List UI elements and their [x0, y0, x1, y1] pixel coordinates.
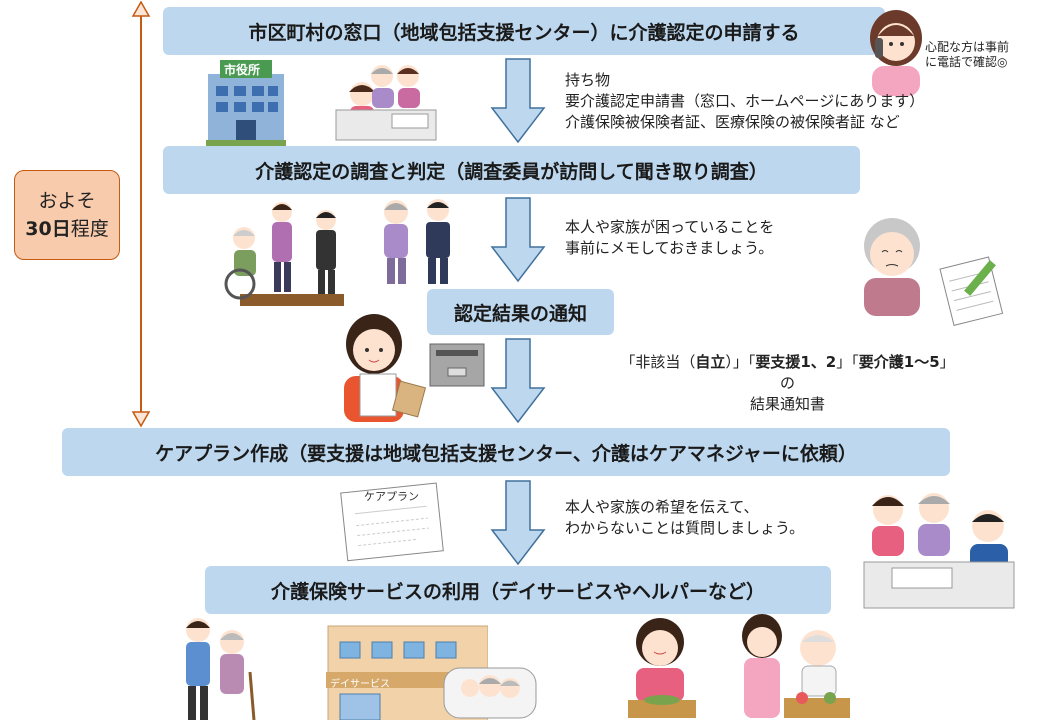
- meal-assistance-illustration: [742, 614, 850, 718]
- home-visit-survey-illustration: [224, 202, 344, 306]
- city-hall-sign: 市役所: [224, 63, 261, 77]
- flow-arrow-2: [490, 197, 546, 283]
- result-care: 要介護1～5: [858, 353, 940, 371]
- step-service-use: 介護保険サービスの利用（デイサービスやヘルパーなど）: [205, 566, 831, 614]
- day-service-sign: デイサービス: [330, 679, 390, 690]
- worried-elder-illustration: [864, 218, 920, 316]
- memo-pad-icon: [939, 256, 1004, 327]
- result-note-line1: 「非該当（自立）」「要支援1、2」「要介護1～5」: [565, 352, 1010, 373]
- phone-note-line2: に電話で確認◎: [925, 55, 1008, 69]
- memo-note: 本人や家族が困っていることを 事前にメモしておきましょう。: [565, 217, 774, 259]
- step-care-plan: ケアプラン作成（要支援は地域包括支援センター、介護はケアマネジャーに依頼）: [62, 428, 950, 476]
- flow-arrow-1: [490, 58, 546, 144]
- wish-note: 本人や家族の希望を伝えて、 わからないことは質問しましょう。: [565, 497, 804, 539]
- result-q2: ）」「: [725, 353, 756, 371]
- phone-note-line1: 心配な方は事前: [925, 40, 1010, 54]
- mailbox-icon: [429, 343, 485, 387]
- result-independent: 自立: [695, 353, 726, 371]
- result-q4: 」: [939, 353, 955, 371]
- care-manager-consultation-illustration: [863, 493, 1015, 609]
- counter-consultation-illustration: [335, 65, 437, 141]
- walking-support-illustration: [186, 618, 256, 720]
- period-days: 30日: [25, 218, 71, 240]
- care-plan-doc-title: ケアプラン: [364, 490, 419, 503]
- result-support: 要支援1、2: [755, 353, 837, 371]
- wish-note-line1: 本人や家族の希望を伝えて、: [565, 498, 759, 516]
- step-care-plan-label: ケアプラン作成（要支援は地域包括支援センター、介護はケアマネジャーに依頼）: [155, 442, 857, 465]
- bring-note-line2: 介護保険被保険者証、医療保険の被保険者証 など: [565, 113, 900, 131]
- step-service-use-label: 介護保険サービスの利用（デイサービスやヘルパーなど）: [270, 580, 765, 603]
- step-notification-label: 認定結果の通知: [453, 302, 587, 325]
- cooking-helper-illustration: [628, 618, 696, 718]
- result-note-line2: の: [779, 374, 795, 392]
- step-survey-label: 介護認定の調査と判定（調査委員が訪問して聞き取り調査）: [255, 160, 768, 183]
- flow-arrow-3: [490, 338, 546, 424]
- memo-note-line2: 事前にメモしておきましょう。: [565, 239, 774, 257]
- city-hall-illustration: [206, 60, 286, 146]
- period-line1: およそ: [38, 190, 96, 212]
- phone-woman-illustration: [870, 10, 922, 96]
- step-notification: 認定結果の通知: [427, 289, 614, 335]
- flow-arrow-4: [490, 480, 546, 566]
- step-apply-label: 市区町村の窓口（地域包括支援センター）に介護認定の申請する: [248, 21, 800, 44]
- period-line2: 30日程度: [25, 215, 108, 243]
- step-survey: 介護認定の調査と判定（調査委員が訪問して聞き取り調査）: [163, 146, 860, 194]
- day-service-van-illustration: [443, 667, 537, 719]
- period-box: およそ 30日程度: [14, 170, 120, 260]
- phone-note: 心配な方は事前 に電話で確認◎: [925, 40, 1009, 70]
- period-suffix: 程度: [70, 218, 109, 240]
- result-note: 「非該当（自立）」「要支援1、2」「要介護1～5」 の 結果通知書: [565, 352, 1010, 415]
- woman-reading-letter-illustration: [344, 314, 427, 422]
- care-plan-document-icon: [340, 482, 444, 562]
- elder-and-surveyor-illustration: [384, 199, 450, 284]
- memo-note-line1: 本人や家族が困っていることを: [565, 218, 775, 236]
- bring-note: 持ち物 要介護認定申請書（窓口、ホームページにあります） 介護保険被保険者証、医…: [565, 70, 924, 133]
- period-line: [131, 0, 151, 428]
- result-note-line3: 結果通知書: [749, 395, 825, 413]
- wish-note-line2: わからないことは質問しましょう。: [565, 519, 805, 537]
- bring-note-line1: 要介護認定申請書（窓口、ホームページにあります）: [565, 92, 925, 110]
- result-q1: 「非該当（: [620, 353, 696, 371]
- bring-note-title: 持ち物: [565, 71, 611, 89]
- result-q3: 」「: [836, 353, 859, 371]
- step-apply: 市区町村の窓口（地域包括支援センター）に介護認定の申請する: [163, 7, 885, 55]
